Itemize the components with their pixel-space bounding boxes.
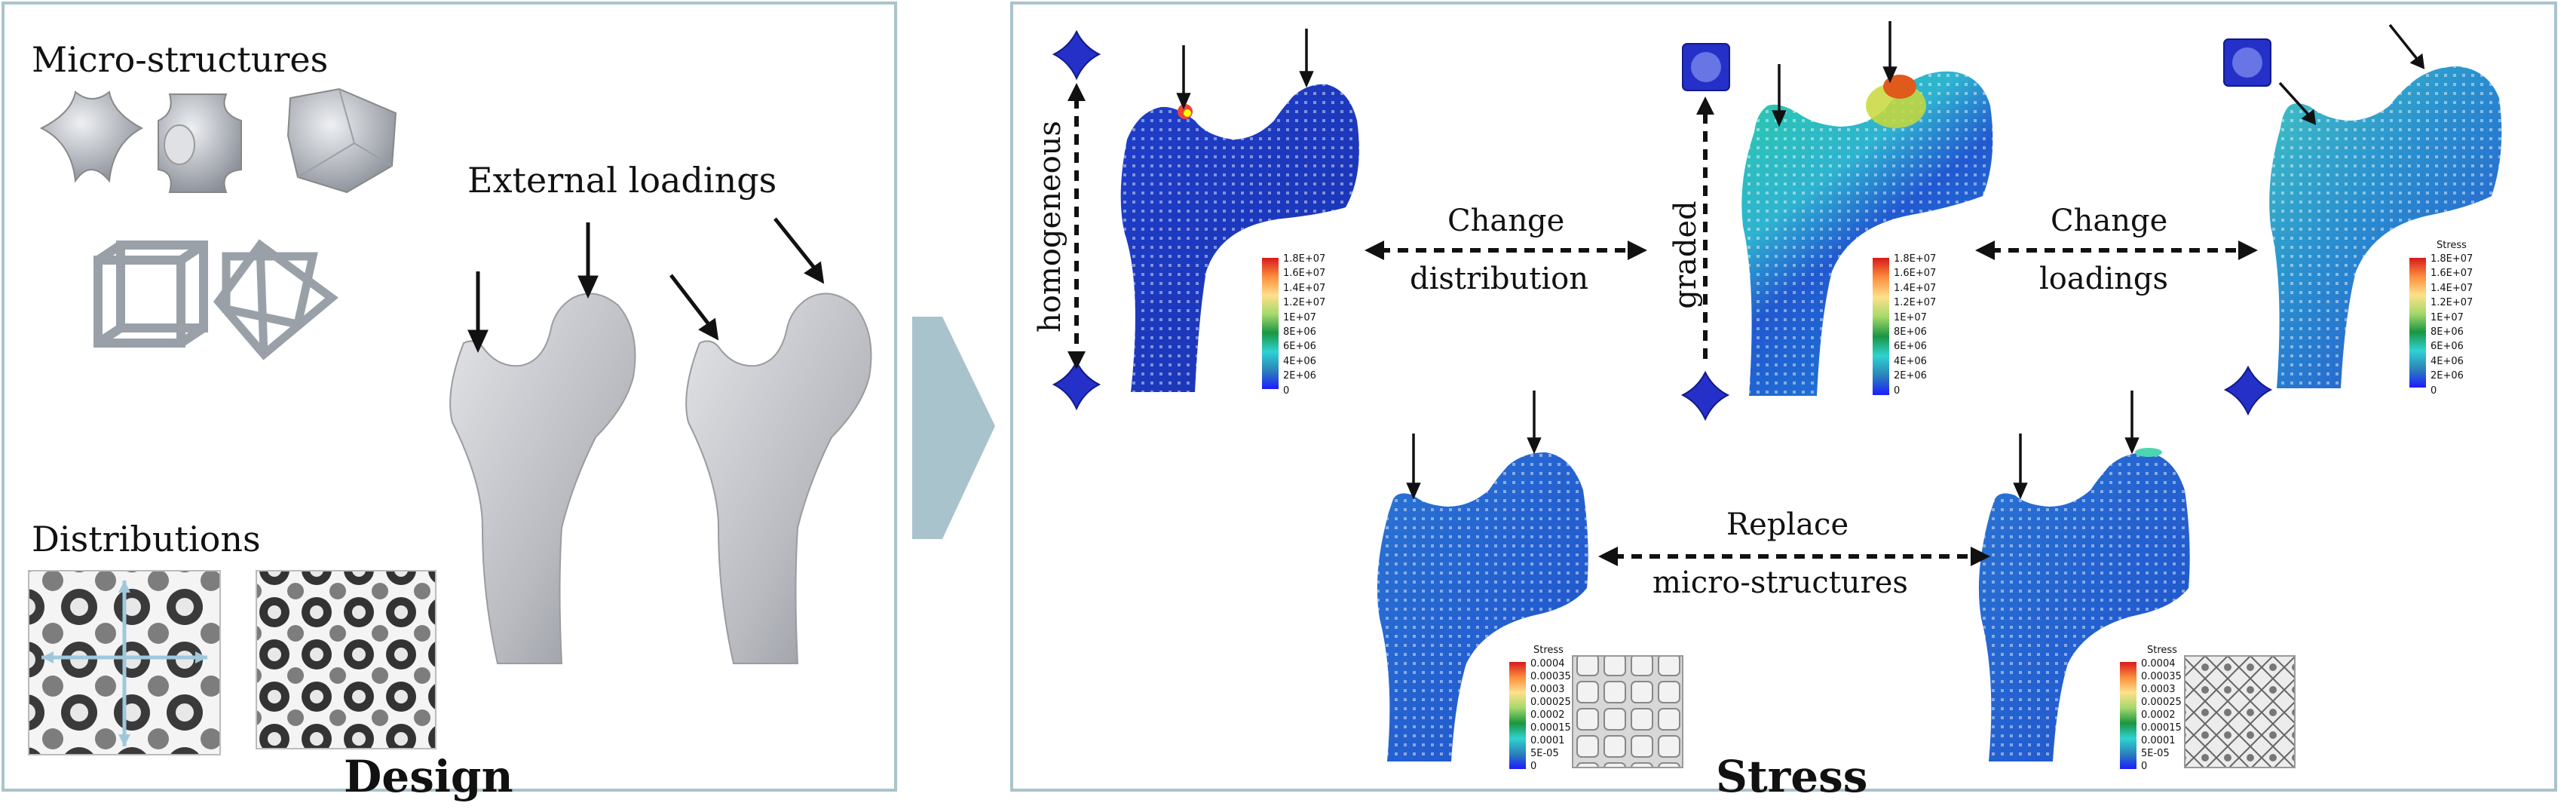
change-distribution-line2: distribution: [1410, 262, 1588, 296]
transition-arrow: [912, 317, 995, 539]
tick: 8E+06: [2431, 326, 2464, 339]
tick: 6E+06: [1894, 341, 1927, 353]
tick: 6E+06: [2431, 341, 2464, 353]
load-arrows-stress: [1176, 21, 2425, 500]
bone-homogeneous: [1120, 84, 1359, 393]
colorbar-homogeneous: [1262, 258, 1279, 389]
tick: 0: [2431, 385, 2437, 397]
homogeneous-label: homogeneous: [1033, 121, 1067, 332]
tick: 0.00035: [1530, 671, 1571, 682]
tick: 0.0001: [2141, 735, 2176, 746]
colorbar-loadings-ticks: 1.8E+07 1.6E+07 1.4E+07 1.2E+07 1E+07 8E…: [2431, 252, 2473, 398]
colorbar-replace-a: [1509, 662, 1526, 769]
tick: 0: [2141, 761, 2148, 772]
colorbar-graded: [1873, 258, 1889, 395]
tick: 1E+07: [2431, 311, 2464, 323]
graded-label: graded: [1668, 201, 1703, 309]
tick: 1E+07: [1283, 311, 1316, 323]
tick: 1.4E+07: [2431, 282, 2473, 294]
tick: 1.8E+07: [2431, 253, 2473, 265]
distribution-uniform: [28, 570, 221, 755]
vertical-dashed-arrows: [1074, 98, 1708, 365]
tick: 1.6E+07: [1283, 268, 1326, 280]
tick: 8E+06: [1283, 326, 1316, 339]
tick: 0.00035: [2141, 671, 2182, 682]
tick: 1.6E+07: [1894, 268, 1937, 280]
bone-replaced-a: [1377, 452, 1588, 761]
tick: 1.6E+07: [2431, 268, 2473, 280]
tick: 6E+06: [1283, 341, 1316, 353]
tick: 1.8E+07: [1894, 253, 1937, 265]
microstructure-2: [158, 93, 242, 193]
tick: 8E+06: [1894, 326, 1927, 339]
colorbar-loadings: [2409, 258, 2426, 388]
microstructures-label: Micro-structures: [32, 39, 329, 80]
tick: 1.2E+07: [2431, 297, 2473, 309]
tick: 1.2E+07: [1894, 297, 1937, 309]
colorbar-graded-ticks: 1.8E+07 1.6E+07 1.4E+07 1.2E+07 1E+07 8E…: [1894, 252, 1936, 398]
tick: 0.0004: [2141, 658, 2176, 670]
tick: 1.8E+07: [1283, 253, 1326, 265]
tick: 0.0004: [1530, 658, 1565, 670]
replace-line1: Replace: [1726, 507, 1849, 542]
load-arrows-design: [467, 217, 825, 354]
tick: 0.0001: [1530, 735, 1565, 746]
tick: 0.00025: [2141, 697, 2182, 708]
colorbar-replace-a-title: Stress: [1533, 645, 1564, 656]
bone-changed-loading: [2269, 66, 2502, 388]
microstructure-3: [286, 87, 397, 194]
distribution-graded: [256, 570, 436, 749]
tick: 2E+06: [1894, 370, 1927, 382]
horizontal-dashed-arrows: [1380, 248, 2243, 559]
distributions-label: Distributions: [32, 519, 261, 559]
tick: 1.4E+07: [1283, 282, 1326, 294]
external-loadings-label: External loadings: [467, 160, 777, 201]
tick: 4E+06: [1894, 355, 1927, 367]
tick: 1E+07: [1894, 311, 1927, 323]
colorbar-replace-b-title: Stress: [2147, 645, 2177, 656]
microstructure-1: [39, 90, 144, 183]
change-loadings-line2: loadings: [2039, 262, 2169, 296]
colorbar-replace-b: [2120, 662, 2136, 769]
microstructure-cube-frame: [93, 241, 208, 348]
change-loadings-line1: Change: [2051, 204, 2168, 238]
tick: 0.0002: [2141, 709, 2176, 721]
colorbar-homogeneous-ticks: 1.8E+07 1.6E+07 1.4E+07 1.2E+07 1E+07 8E…: [1283, 252, 1325, 398]
tick: 0.0003: [1530, 684, 1565, 695]
tick: 1.4E+07: [1894, 282, 1937, 294]
replace-line2: micro-structures: [1652, 565, 1908, 600]
microstructure-octet-frame: [213, 239, 338, 360]
change-distribution-line1: Change: [1447, 204, 1565, 238]
tick: 0: [1283, 385, 1290, 397]
tick: 0: [1894, 385, 1901, 397]
colorbar-replace-a-ticks: 0.0004 0.00035 0.0003 0.00025 0.0002 0.0…: [1530, 657, 1571, 773]
tick: 0.00025: [1530, 697, 1571, 708]
stress-title: Stress: [1716, 751, 1868, 802]
tick: 4E+06: [1283, 355, 1316, 367]
tick: 0.0003: [2141, 684, 2176, 695]
tick: 2E+06: [1283, 370, 1316, 382]
bone-loaded-2: [685, 293, 872, 664]
bone-graded: [1741, 71, 1993, 396]
tick: 0.0002: [1530, 709, 1565, 721]
microstructure-swatch-a: [1572, 655, 1683, 768]
tick: 2E+06: [2431, 370, 2464, 382]
colorbar-replace-b-ticks: 0.0004 0.00035 0.0003 0.00025 0.0002 0.0…: [2141, 657, 2182, 773]
bone-replaced-b: [1978, 448, 2190, 761]
tick: 4E+06: [2431, 355, 2464, 367]
tick: 5E-05: [2141, 748, 2170, 759]
colorbar-loadings-title: Stress: [2437, 240, 2467, 251]
tick: 5E-05: [1530, 748, 1559, 759]
bone-loaded-1: [449, 293, 636, 664]
design-title: Design: [344, 751, 513, 802]
tick: 0.00015: [2141, 722, 2182, 734]
tick: 1.2E+07: [1283, 297, 1326, 309]
microstructure-swatch-b: [2184, 655, 2296, 768]
tick: 0.00015: [1530, 722, 1571, 734]
tick: 0: [1530, 761, 1537, 772]
